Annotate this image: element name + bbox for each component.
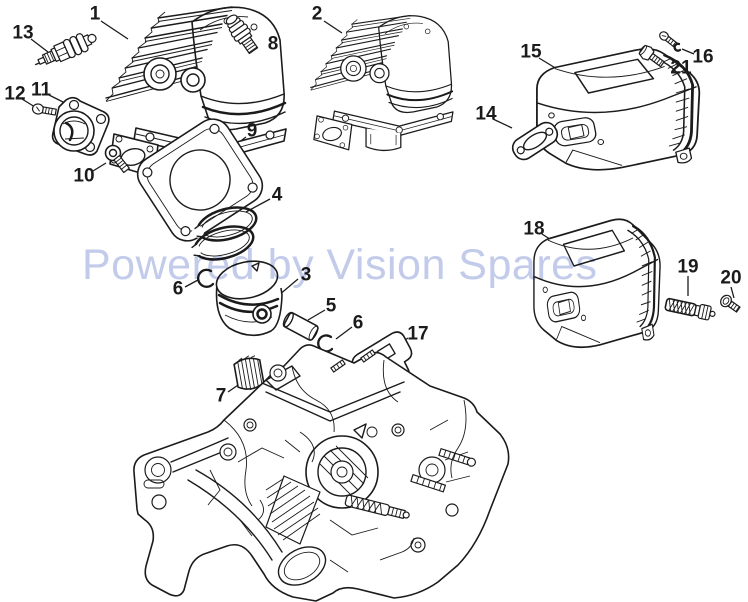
callout-16: 16: [692, 46, 714, 68]
callout-17: 17: [407, 323, 429, 345]
intake-flange: [51, 96, 110, 156]
piston-rings: [189, 206, 258, 261]
callout-14: 14: [475, 103, 497, 125]
callout-20: 20: [720, 267, 742, 289]
callout-11: 11: [30, 79, 52, 101]
cylinder-2: [309, 14, 454, 152]
callout-1: 1: [89, 3, 101, 25]
callout-3: 3: [300, 264, 312, 286]
crankcase-assembly: [133, 344, 510, 602]
screw-16: [659, 31, 682, 52]
callout-7: 7: [215, 385, 227, 407]
cylinder-screw-10: [104, 144, 130, 174]
callout-13: 13: [12, 22, 34, 44]
snap-ring-left: [197, 268, 215, 288]
callout-21: 21: [670, 57, 692, 79]
exhaust-gasket: [511, 121, 559, 161]
callout-12: 12: [4, 83, 26, 105]
decompression-valve: [225, 14, 259, 55]
callout-19: 19: [677, 256, 699, 278]
flange-screw-12: [31, 103, 57, 116]
lock-washer: [673, 42, 682, 52]
callout-5: 5: [325, 295, 337, 317]
muffler-lower: [532, 217, 662, 349]
piston-pin: [282, 311, 319, 341]
callout-6-right: 6: [352, 312, 364, 334]
spline-screw-19: [664, 297, 716, 321]
callout-2: 2: [311, 3, 323, 25]
piston: [215, 260, 283, 337]
muffler-screw-20: [720, 294, 741, 313]
callout-15: 15: [520, 41, 542, 63]
callout-6-left: 6: [172, 278, 184, 300]
hex-screw-21: [638, 44, 665, 68]
cylinder-base-gasket: [136, 118, 264, 242]
callout-8: 8: [267, 33, 279, 55]
callout-18: 18: [523, 218, 545, 240]
spark-plug: [35, 33, 97, 66]
callout-4: 4: [271, 184, 283, 206]
callout-9: 9: [246, 120, 258, 142]
callout-10: 10: [73, 165, 95, 187]
